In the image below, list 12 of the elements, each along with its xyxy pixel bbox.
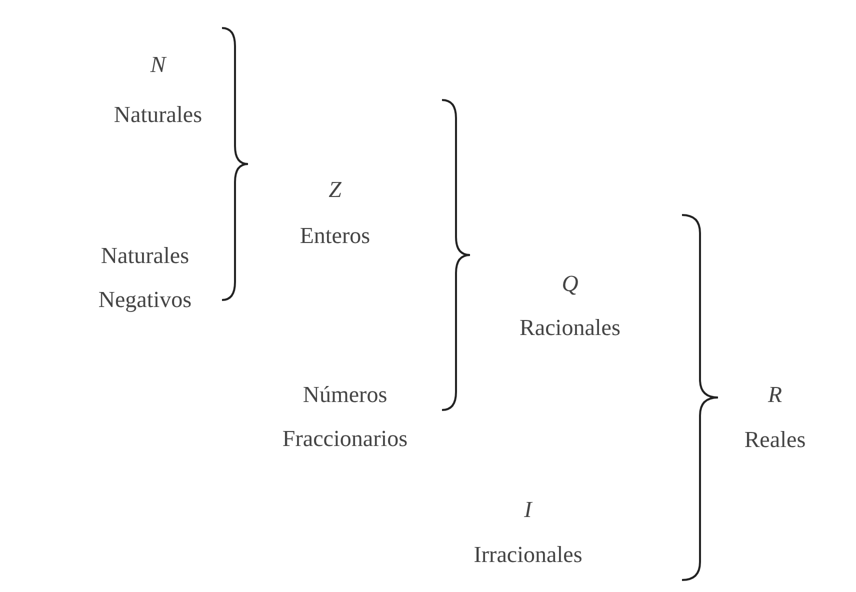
set-symbol: I <box>524 496 532 524</box>
set-name: Reales <box>744 426 806 454</box>
set-name: Racionales <box>520 314 620 342</box>
set-name: Naturales Negativos <box>97 242 193 314</box>
set-name: Números Fraccionarios <box>281 381 409 453</box>
set-symbol: R <box>768 381 782 409</box>
set-symbol: Z <box>328 176 342 204</box>
set-symbol: N <box>150 51 166 79</box>
set-symbol: Q <box>562 270 578 298</box>
set-name: Irracionales <box>474 541 582 569</box>
set-name: Enteros <box>300 222 370 250</box>
set-name: Naturales <box>114 101 202 129</box>
